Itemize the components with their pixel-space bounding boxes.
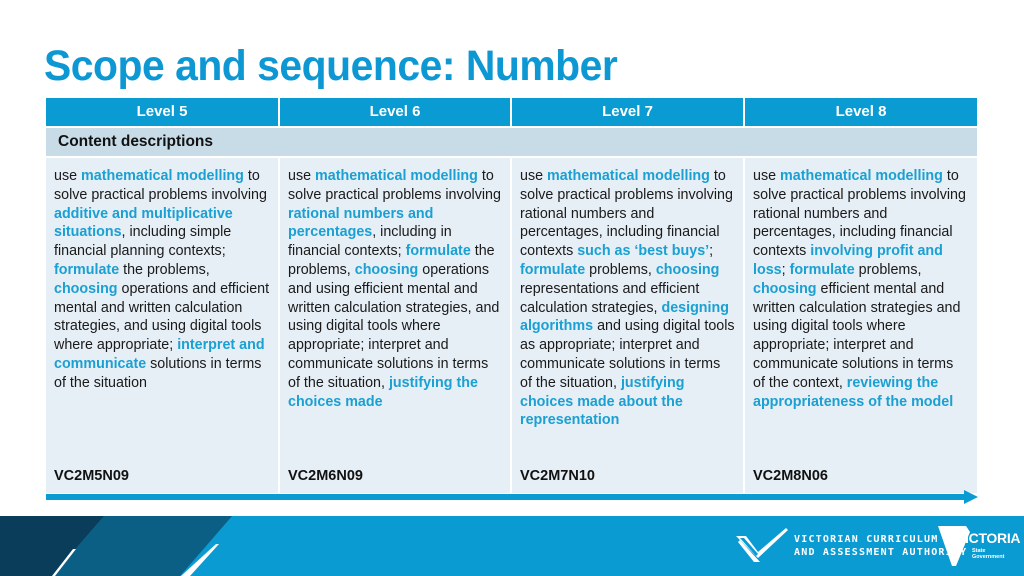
description-text: , including simple financial planning co… <box>54 224 232 260</box>
content-cell-level-6: use mathematical modelling to solve prac… <box>280 158 512 493</box>
description-text: representations and efficient calculatio… <box>520 280 700 316</box>
description-text: use <box>520 168 548 184</box>
curriculum-code: VC2M6N09 <box>288 468 363 484</box>
description-text: , including in financial contexts; <box>288 224 452 260</box>
content-description-text: use mathematical modelling to solve prac… <box>753 167 969 411</box>
footer-stripes-decoration <box>0 516 1024 576</box>
description-text: problems, <box>585 261 656 278</box>
highlighted-term: mathematical modelling <box>780 168 943 184</box>
description-text: efficient mental and written calculation… <box>753 280 961 391</box>
content-description-text: use mathematical modelling to solve prac… <box>520 167 735 430</box>
highlighted-term: choosing <box>753 280 817 297</box>
footer-band <box>0 516 1024 576</box>
vcaa-logo: VICTORIAN CURRICULUM AND ASSESSMENT AUTH… <box>736 528 966 566</box>
highlighted-term: formulate <box>54 261 120 278</box>
curriculum-code: VC2M7N10 <box>520 468 595 484</box>
description-text: operations and using efficient mental an… <box>288 261 500 391</box>
description-text: use <box>288 168 316 184</box>
scope-sequence-table: Level 5 Level 6 Level 7 Level 8 Content … <box>46 98 977 493</box>
highlighted-term: rational numbers and percentages <box>288 205 434 241</box>
highlighted-term: interpret and communicate <box>54 337 265 372</box>
highlighted-term: choosing <box>54 280 118 297</box>
curriculum-code: VC2M5N09 <box>54 468 129 484</box>
highlighted-term: such as ‘best buys’ <box>577 243 710 260</box>
column-header-level-6: Level 6 <box>280 98 512 126</box>
vcaa-name-line-2: AND ASSESSMENT AUTHORITY <box>794 547 968 558</box>
description-text: to solve practical problems involving ra… <box>520 168 733 260</box>
highlighted-term: additive and multiplicative situations <box>54 205 233 241</box>
content-description-row: use mathematical modelling to solve prac… <box>46 158 977 493</box>
highlighted-term: formulate <box>405 243 471 260</box>
description-text: the problems, <box>119 261 210 278</box>
highlighted-term: mathematical modelling <box>315 168 478 184</box>
highlighted-term: mathematical modelling <box>81 168 244 184</box>
vcaa-tick-logo-icon <box>736 528 788 562</box>
vcaa-name-line-1: VICTORIAN CURRICULUM <box>794 534 939 545</box>
content-cell-level-8: use mathematical modelling to solve prac… <box>745 158 977 493</box>
highlighted-term: choosing <box>655 261 720 278</box>
victoria-logo-subtitle-line-2: Government <box>972 554 1005 560</box>
description-text: solutions in terms of the situation <box>54 355 262 391</box>
highlighted-term: reviewing the appropriateness of the mod… <box>753 374 954 410</box>
description-text: use <box>753 168 781 184</box>
highlighted-term: formulate <box>520 261 586 278</box>
description-text: to solve practical problems involving <box>54 168 267 203</box>
highlighted-term: justifying choices made about the repres… <box>520 374 685 429</box>
column-header-level-7: Level 7 <box>512 98 745 126</box>
victoria-map-logo-icon <box>938 526 970 566</box>
table-header-row: Level 5 Level 6 Level 7 Level 8 <box>46 98 977 126</box>
highlighted-term: designing algorithms <box>520 299 729 335</box>
highlighted-term: involving profit and loss <box>753 243 943 278</box>
arrow-right-icon <box>46 490 978 504</box>
highlighted-term: formulate <box>789 261 855 278</box>
victoria-logo-subtitle-line-1: State <box>972 548 986 554</box>
victoria-logo-subtitle: State Government <box>972 548 1004 560</box>
section-label-content-descriptions: Content descriptions <box>46 128 977 156</box>
description-text: ; <box>709 243 714 260</box>
victoria-government-logo: VICTORIA State Government <box>936 524 1021 568</box>
column-header-level-5: Level 5 <box>46 98 280 126</box>
description-text: and using digital tools as appropriate; … <box>520 318 735 391</box>
content-description-text: use mathematical modelling to solve prac… <box>288 167 502 411</box>
victoria-logo-text: VICTORIA <box>956 530 1021 546</box>
description-text: use <box>54 168 82 184</box>
description-text: ; <box>781 261 790 278</box>
content-cell-level-7: use mathematical modelling to solve prac… <box>512 158 745 493</box>
description-text: to solve practical problems involving ra… <box>753 168 966 260</box>
column-header-level-8: Level 8 <box>745 98 977 126</box>
content-description-text: use mathematical modelling to solve prac… <box>54 167 270 393</box>
highlighted-term: choosing <box>354 261 419 278</box>
page-title: Scope and sequence: Number <box>44 42 618 90</box>
curriculum-code: VC2M8N06 <box>753 468 828 484</box>
content-cell-level-5: use mathematical modelling to solve prac… <box>46 158 280 493</box>
description-text: problems, <box>854 261 922 278</box>
highlighted-term: mathematical modelling <box>547 168 710 184</box>
description-text: to solve practical problems involving <box>288 168 501 203</box>
description-text: the problems, <box>288 243 495 278</box>
description-text: operations and efficient mental and writ… <box>54 280 270 354</box>
highlighted-term: justifying the choices made <box>288 374 478 410</box>
